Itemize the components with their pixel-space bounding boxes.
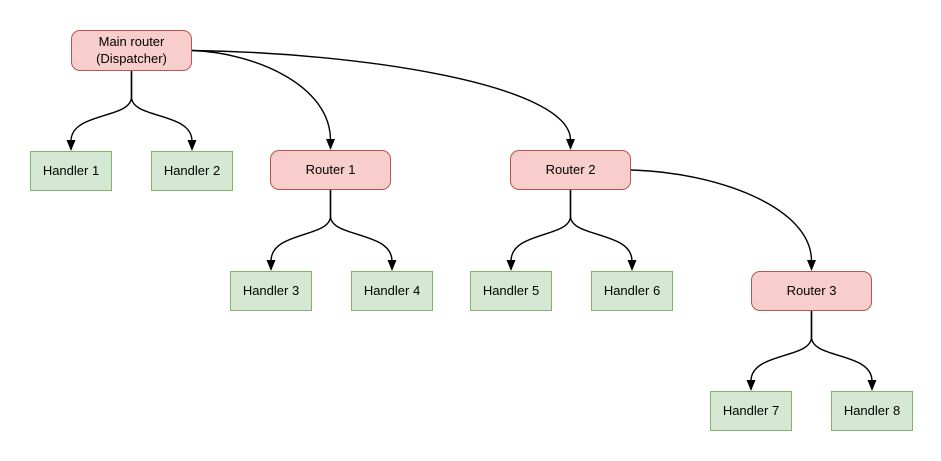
edge-router-2-to-router-3 [630,169,816,271]
edge-line [810,311,873,382]
node-handler-1: Handler 1 [30,151,112,191]
arrowhead-icon [326,139,335,150]
node-label: Router 1 [305,161,356,177]
edge-line [130,71,193,142]
arrowhead-icon [66,140,76,151]
node-label: Router 2 [545,161,596,177]
node-handler-2: Handler 2 [151,151,233,191]
arrowhead-icon [807,260,816,271]
edge-line [191,49,332,141]
edge-line [569,190,633,262]
arrowhead-icon [566,139,575,150]
edge-line [329,190,393,262]
edge-router-1-to-handler-4 [329,190,397,271]
node-label: Router 3 [786,282,837,298]
node-router-3: Router 3 [751,271,872,311]
node-label: Handler 5 [482,282,540,298]
arrowhead-icon [506,260,516,271]
node-label: Handler 8 [843,402,901,418]
edge-router-2-to-handler-6 [569,190,637,271]
arrowhead-icon [266,260,276,271]
node-router-2: Router 2 [510,150,631,190]
node-label: Handler 7 [722,402,780,418]
node-handler-3: Handler 3 [230,271,312,311]
arrowhead-icon [746,380,756,391]
arrowhead-icon [387,260,397,271]
node-label: Handler 6 [603,282,661,298]
edge-main-router-to-router-1 [191,49,335,150]
edge-router-3-to-handler-8 [810,311,877,391]
arrowhead-icon [627,260,637,271]
edge-line [630,169,813,262]
node-router-1: Router 1 [270,150,391,190]
node-handler-5: Handler 5 [470,271,552,311]
node-handler-8: Handler 8 [831,391,913,431]
node-handler-6: Handler 6 [591,271,673,311]
node-label: Main router (Dispatcher) [96,33,167,66]
node-handler-4: Handler 4 [351,271,433,311]
edge-line [191,49,572,141]
node-label: Handler 4 [363,282,421,298]
node-handler-7: Handler 7 [710,391,792,431]
arrowhead-icon [187,140,197,151]
node-label: Handler 3 [242,282,300,298]
edge-main-router-to-handler-2 [130,71,197,151]
edge-main-router-to-router-2 [191,49,575,150]
arrowhead-icon [867,380,877,391]
node-main-router: Main router (Dispatcher) [71,30,192,71]
node-label: Handler 1 [42,162,100,178]
node-label: Handler 2 [163,162,221,178]
